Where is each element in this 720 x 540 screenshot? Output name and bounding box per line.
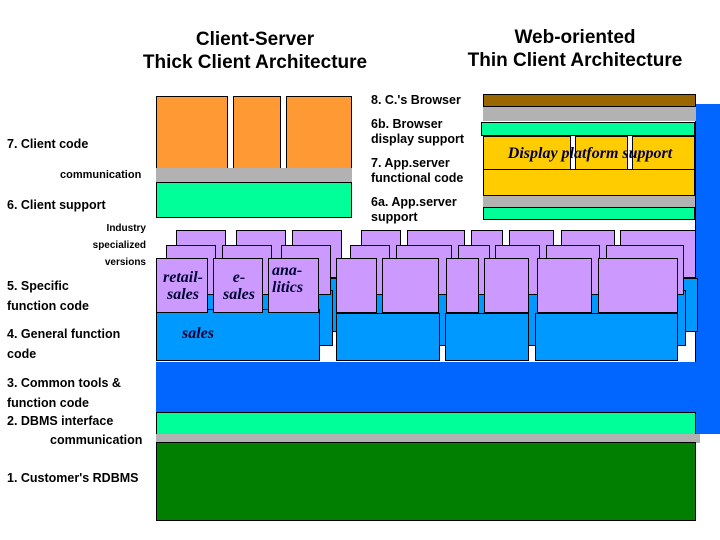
client-code-box-1 (156, 96, 228, 169)
label-communication-top: communication (60, 169, 142, 181)
label-app-server-support: 6a. App.server support (371, 195, 457, 224)
label-industry-versions: Industry specialized versions (92, 223, 146, 268)
client-support-box (156, 182, 352, 218)
dbms-communication-band (156, 434, 700, 443)
specific-function-box-front-8 (598, 258, 678, 313)
label-customer-rdbms: 1. Customer's RDBMS (7, 471, 139, 485)
e-sales-text: e- sales (223, 269, 255, 303)
customer-rdbms-box (156, 442, 696, 521)
label-browser-display-support: 6b. Browser display support (371, 117, 465, 146)
label-client-support: 6. Client support (7, 198, 106, 212)
client-communication-band (156, 168, 352, 182)
specific-function-box-front-5 (446, 258, 479, 313)
label-app-server-code: 7. App.server functional code (371, 156, 464, 185)
display-divider-2 (627, 136, 633, 169)
dbms-interface-box (156, 412, 696, 435)
app-server-support-box (483, 207, 695, 220)
display-divider-1 (570, 136, 576, 169)
browser-communication-band (483, 107, 696, 121)
label-specific-function: 5. Specific function code (7, 279, 89, 313)
label-general-function: 4. General function code (7, 327, 121, 361)
label-client-code: 7. Client code (7, 137, 89, 151)
common-tools-box (156, 362, 696, 414)
label-communication-bottom: communication (50, 433, 143, 447)
analitics-text: ana- litics (272, 262, 304, 296)
sales-text: sales (182, 325, 214, 342)
common-tools-side-bar (695, 104, 720, 434)
general-function-box-front-2 (336, 313, 440, 361)
display-platform-box (483, 136, 695, 170)
specific-function-box-front-6 (484, 258, 529, 313)
label-browser: 8. C.'s Browser (371, 93, 461, 107)
specific-function-box-front-2 (268, 258, 319, 313)
specific-function-box-front-3 (336, 258, 377, 313)
title-thin-client: Web-oriented Thin Client Architecture (467, 27, 683, 71)
general-function-box-sales (156, 309, 320, 361)
browser-display-support-box (481, 122, 695, 136)
display-platform-text: Display platform support (507, 145, 673, 162)
retail-sales-text: retail- sales (163, 269, 203, 303)
general-function-box-front-4 (535, 313, 678, 361)
specific-function-box-front-7 (537, 258, 592, 313)
client-code-box-3 (286, 96, 352, 169)
specific-function-box-front-4 (382, 258, 439, 313)
app-server-communication-band (483, 196, 695, 207)
specific-function-box-front-0 (156, 258, 208, 313)
browser-box (483, 94, 696, 107)
app-server-code-box (483, 169, 695, 196)
label-dbms-interface: 2. DBMS interface (7, 414, 114, 428)
label-common-tools: 3. Common tools & function code (7, 376, 121, 410)
title-thick-client: Client-Server Thick Client Architecture (142, 29, 368, 73)
specific-function-box-front-1 (213, 258, 263, 313)
general-function-box-front-3 (445, 313, 529, 361)
client-code-box-2 (233, 96, 281, 169)
